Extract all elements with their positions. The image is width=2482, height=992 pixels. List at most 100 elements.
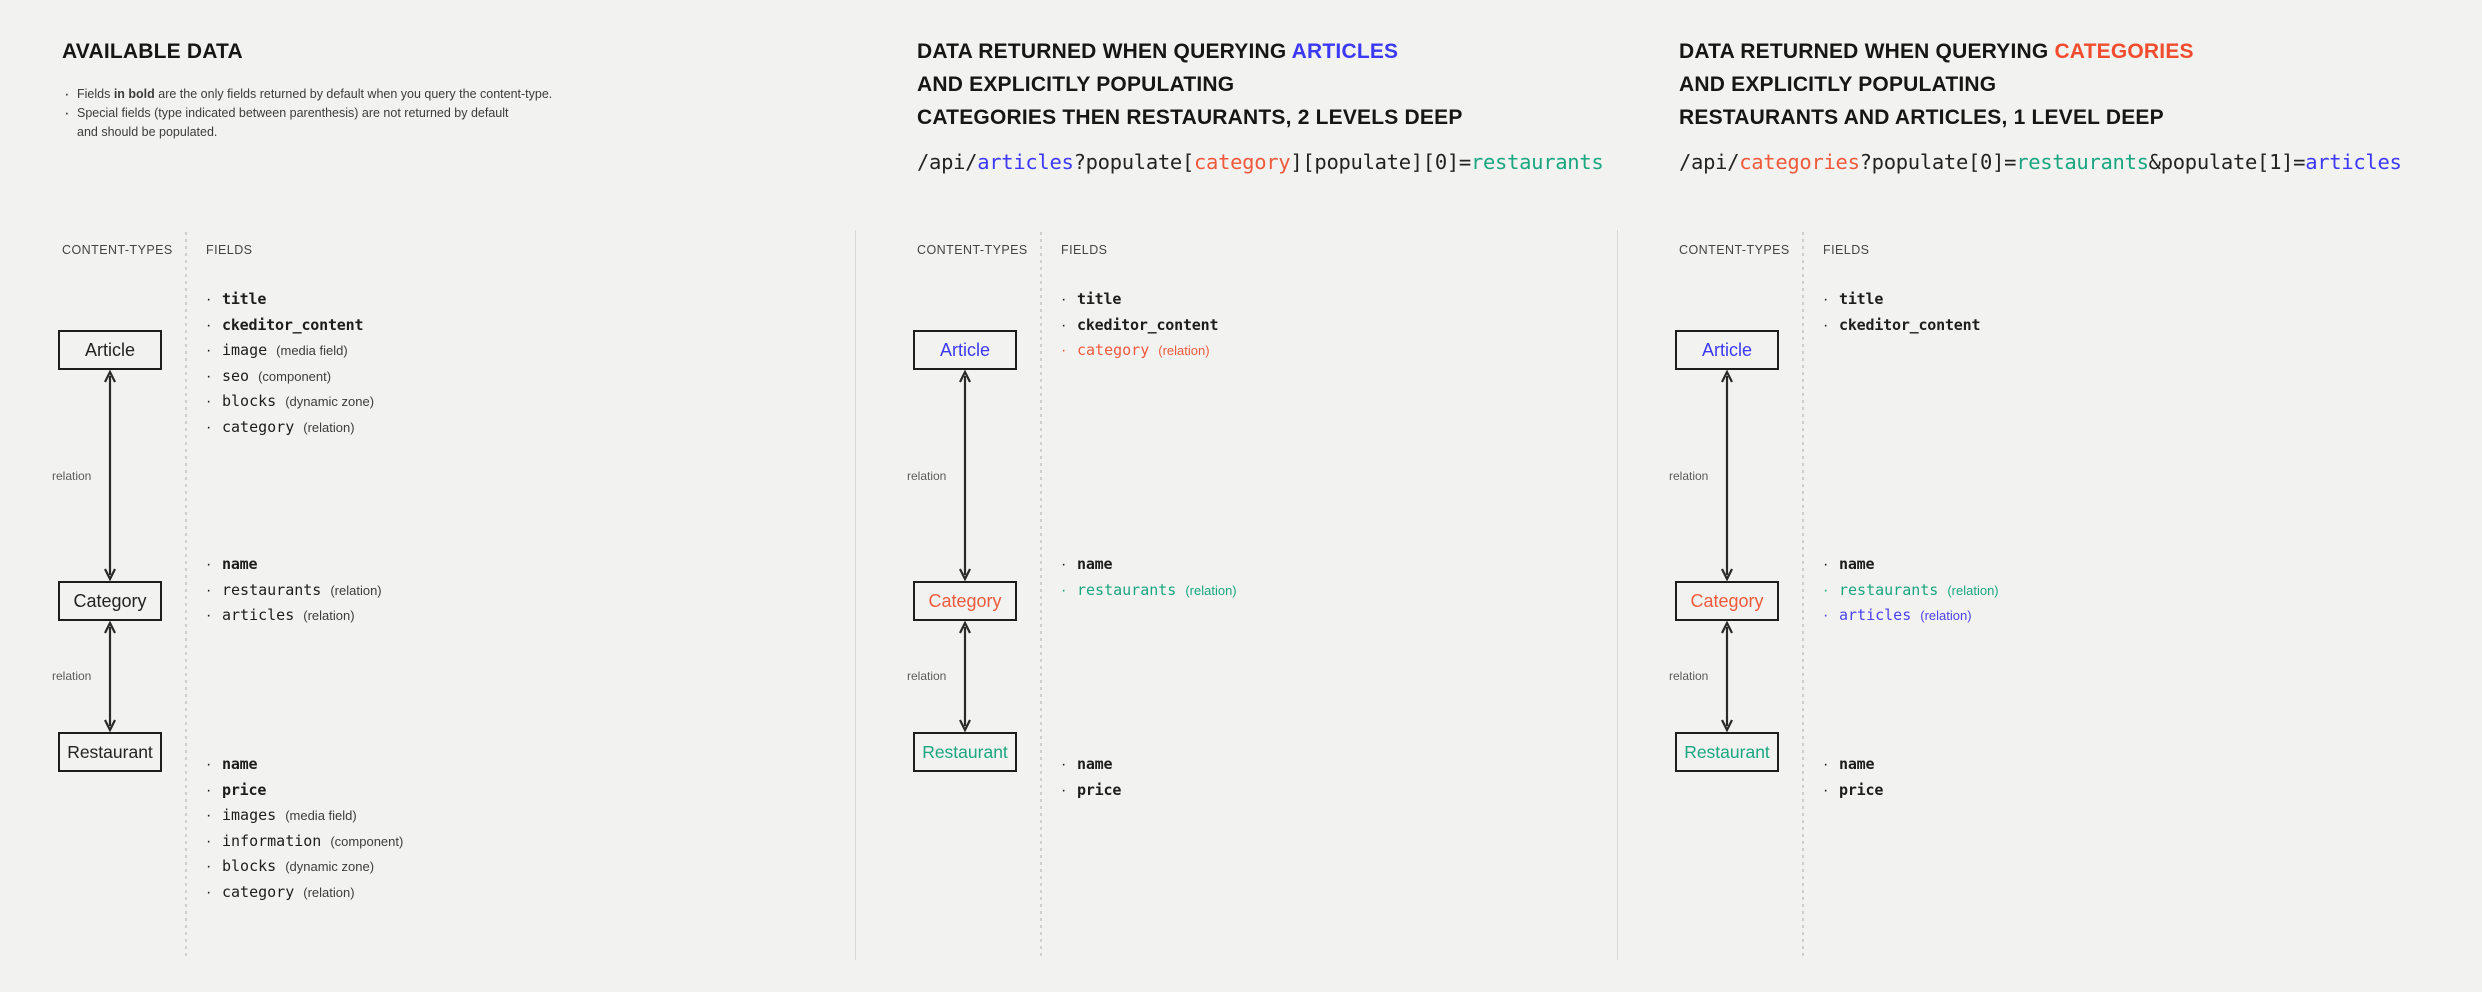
panel-title-segment: AND EXPLICITLY POPULATING bbox=[917, 73, 1235, 96]
bullet-icon: · bbox=[206, 581, 212, 599]
legend-note-item: Special fields (type indicated between p… bbox=[64, 103, 552, 142]
bullet-icon: · bbox=[206, 556, 212, 573]
entity-box-category: Category bbox=[58, 581, 162, 621]
field-type: (component) bbox=[330, 833, 404, 849]
api-url-segment: ?populate[ bbox=[1073, 150, 1195, 174]
entity-label: Category bbox=[1690, 590, 1764, 611]
entity-label: Category bbox=[928, 590, 1002, 611]
api-url-segment: ][populate][0]= bbox=[1290, 150, 1471, 174]
api-url: /api/categories?populate[0]=restaurants&… bbox=[1679, 150, 2402, 174]
field-list-restaurant: · name ·price bbox=[1823, 755, 2423, 806]
field-list-category: ·name·restaurants(relation)·articles(rel… bbox=[206, 555, 806, 632]
entity-box-restaurant: Restaurant bbox=[58, 732, 162, 772]
field-row: ·category(relation) bbox=[206, 883, 806, 909]
entity-label: Restaurant bbox=[922, 741, 1008, 762]
api-url-segment: articles bbox=[977, 150, 1074, 174]
api-url-segment: restaurants bbox=[1470, 150, 1604, 174]
relation-label: relation bbox=[52, 669, 92, 683]
field-list-article: ·title·ckeditor_content·image(media fiel… bbox=[206, 290, 806, 443]
api-url-segment: articles bbox=[2305, 150, 2402, 174]
bullet-icon: · bbox=[206, 418, 212, 436]
panel-title-segment: ARTICLES bbox=[1291, 40, 1399, 63]
field-row: · name bbox=[1823, 755, 2423, 781]
field-row: ·price bbox=[1061, 781, 1661, 807]
field-name: name bbox=[1077, 755, 1113, 773]
api-url-segment: categories bbox=[1739, 150, 1860, 174]
field-type: (component) bbox=[258, 368, 332, 384]
panel-available-data: AVAILABLE DATA Fields in bold are the on… bbox=[0, 0, 855, 992]
column-divider bbox=[1802, 232, 1804, 960]
relation-label: relation bbox=[907, 669, 947, 683]
bullet-icon: · bbox=[206, 316, 212, 334]
field-row: ·name bbox=[1823, 555, 2423, 581]
bullet-icon: · bbox=[1823, 781, 1829, 799]
bullet-icon: · bbox=[1061, 756, 1067, 773]
bullet-icon: · bbox=[206, 807, 212, 824]
field-name: price bbox=[1077, 780, 1122, 799]
api-url-segment: ?populate[0]= bbox=[1859, 150, 2017, 174]
field-name: price bbox=[222, 780, 267, 799]
column-label-fields: FIELDS bbox=[1823, 243, 1870, 257]
field-name: restaurants bbox=[1839, 580, 1939, 599]
field-name: name bbox=[1839, 755, 1875, 773]
field-name: name bbox=[1077, 555, 1113, 573]
bullet-icon: · bbox=[206, 367, 212, 385]
api-url-segment: restaurants bbox=[2016, 150, 2149, 174]
api-url-segment: &populate[1]= bbox=[2148, 150, 2306, 174]
field-type: (media field) bbox=[285, 808, 357, 823]
field-name: title bbox=[222, 290, 267, 308]
entity-label: Category bbox=[73, 590, 147, 611]
field-row: ·ckeditor_content bbox=[1061, 316, 1661, 342]
field-type: (dynamic zone) bbox=[285, 394, 375, 409]
field-row: ·category(relation) bbox=[206, 418, 806, 444]
field-row: ·blocks(dynamic zone) bbox=[206, 857, 806, 883]
column-label-fields: FIELDS bbox=[1061, 243, 1108, 257]
field-row: ·title bbox=[1823, 290, 2423, 316]
relation-arrow-category-restaurant bbox=[959, 620, 971, 733]
legend-note-item: Fields in bold are the only fields retur… bbox=[64, 84, 552, 104]
field-type: (relation) bbox=[1920, 608, 1972, 623]
entity-label: Article bbox=[1701, 339, 1752, 360]
field-row: ·price bbox=[1823, 781, 2423, 807]
panel-title-segment: AND EXPLICITLY POPULATING bbox=[1679, 73, 1997, 96]
field-row: ·price bbox=[206, 781, 806, 807]
field-row: ·name bbox=[1061, 555, 1661, 581]
panel-separator bbox=[855, 230, 856, 960]
field-row: ·ckeditor_content bbox=[1823, 316, 2423, 342]
entity-box-restaurant: Restaurant bbox=[1675, 732, 1779, 772]
field-list-restaurant: ·name·price·images(media field)·informat… bbox=[206, 755, 806, 908]
panel-separator bbox=[1617, 230, 1618, 960]
field-name: name bbox=[1839, 555, 1875, 573]
field-row: · seo (component) bbox=[206, 367, 806, 393]
field-type: (relation) bbox=[303, 884, 355, 900]
field-row: ·image(media field) bbox=[206, 341, 806, 367]
field-row: ·articles(relation) bbox=[1823, 606, 2423, 632]
field-type: (relation) bbox=[330, 582, 382, 598]
column-divider bbox=[185, 232, 187, 960]
field-type: (dynamic zone) bbox=[285, 859, 375, 874]
bullet-icon: · bbox=[206, 291, 212, 308]
field-name: image bbox=[222, 341, 268, 359]
bullet-icon: · bbox=[1061, 342, 1067, 359]
entity-box-restaurant: Restaurant bbox=[913, 732, 1017, 772]
bullet-icon: · bbox=[1823, 756, 1829, 773]
entity-box-article: Article bbox=[1675, 330, 1779, 370]
bullet-icon: · bbox=[206, 858, 212, 875]
field-row: ·title bbox=[1061, 290, 1661, 316]
bullet-icon: · bbox=[1061, 581, 1067, 599]
bullet-icon: · bbox=[1823, 316, 1829, 334]
panel-title: AVAILABLE DATA bbox=[62, 40, 243, 63]
relation-arrow-category-restaurant bbox=[1721, 620, 1733, 733]
relation-label: relation bbox=[52, 469, 92, 483]
api-url-segment: /api/ bbox=[917, 150, 978, 174]
relation-arrow-article-category bbox=[959, 369, 971, 582]
field-name: ckeditor_content bbox=[1077, 315, 1219, 334]
field-name: seo bbox=[222, 366, 250, 385]
bullet-icon: · bbox=[206, 883, 212, 901]
entity-box-article: Article bbox=[58, 330, 162, 370]
field-row: ·articles(relation) bbox=[206, 606, 806, 632]
bullet-icon: · bbox=[206, 756, 212, 773]
relation-arrow-article-category bbox=[1721, 369, 1733, 582]
bullet-icon: · bbox=[206, 342, 212, 359]
